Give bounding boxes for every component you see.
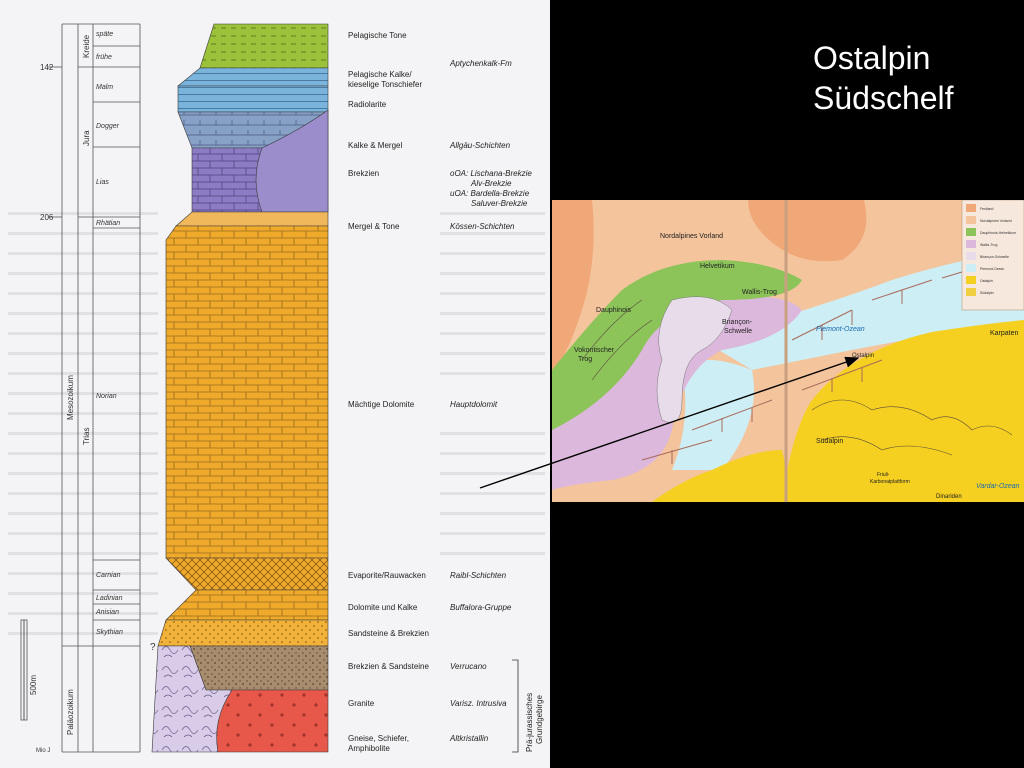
formation-raibl: Raibl-Schichten [450, 571, 507, 580]
scale-bar: 500m [20, 619, 38, 721]
litho-kieselige-tonschiefer: kieselige Tonschiefer [348, 80, 422, 89]
lithology-column [151, 23, 329, 753]
stage-dogger: Dogger [96, 123, 120, 130]
formation-bardella: uOA: Bardella-Brekzie [450, 189, 530, 198]
system-kreide: Kreide [82, 34, 91, 58]
layer-marl-clay [175, 211, 329, 227]
region-north-orange-left [552, 200, 594, 370]
litho-kalke-mergel: Kalke & Mergel [348, 141, 402, 150]
basement-bracket [512, 659, 519, 753]
legend-label-festland: Festland [980, 207, 993, 211]
region-cyan-ocean [702, 250, 1024, 370]
map-label-schwelle: Schwelle [724, 328, 752, 335]
map-label-dauphinois: Dauphinois [596, 307, 632, 314]
map-label-trog: Trog [578, 356, 592, 363]
formation-hauptdolomit: Hauptdolomit [450, 400, 498, 409]
legend-label-briancon: Briançon-Schwelle [980, 255, 1009, 259]
litho-pelagische-tone: Pelagische Tone [348, 31, 407, 40]
litho-amphibolite: Amphibolite [348, 744, 390, 753]
layer-pelagic-limestone [177, 67, 329, 87]
map-label-helvetikum: Helvetikum [700, 263, 735, 270]
era-mesozoikum: Mesozoikum [66, 375, 75, 420]
stage-rhaetian: Rhätian [96, 220, 120, 227]
formation-aptychenkalk: Aptychenkalk-Fm [449, 59, 512, 68]
layer-breccia-sandstone [189, 645, 329, 691]
formation-allgaeu: Allgäu-Schichten [449, 141, 511, 150]
layer-radiolarite [177, 85, 329, 113]
stratigraphic-column-figure: 142 206 Mesozoikum Paläozoikum Kreide Ju… [0, 0, 550, 768]
map-label-vardar-ozean: Vardar-Ozean [976, 483, 1020, 490]
legend-label-suedalpin: Südalpin [980, 291, 994, 295]
stage-norian: Norian [96, 393, 117, 400]
age-206: 206 [40, 213, 54, 222]
legend-label-ostalpin: Ostalpin [980, 279, 993, 283]
slide-title-line-1: Ostalpin [813, 40, 931, 76]
scale-bar-label: 500m [29, 675, 38, 695]
slide-title-line-2: Südschelf [813, 80, 954, 116]
stage-lias: Lias [96, 179, 109, 186]
stage-anisian: Anisian [95, 609, 119, 616]
group-label-1: Prä-jurassisches [525, 693, 534, 752]
region-green [552, 260, 802, 430]
formation-saluver: Saluver-Brekzie [471, 199, 528, 208]
map-label-karbonatplattform: Karbonatplattform [870, 479, 910, 485]
litho-radiolarite: Radiolarite [348, 100, 387, 109]
map-label-karpaten: Karpaten [990, 330, 1019, 337]
litho-mergel-tone: Mergel & Tone [348, 222, 400, 231]
bottom-label: Mio J [36, 748, 50, 754]
legend-label-nordalpines: Nordalpines Vorland [980, 219, 1012, 223]
system-jura: Jura [82, 130, 91, 146]
layer-granite [216, 689, 329, 753]
map-label-vokontischer: Vokontischer [574, 347, 615, 354]
unconformity-question: ? [150, 642, 156, 653]
litho-brekzien-sandsteine: Brekzien & Sandsteine [348, 662, 429, 671]
formation-lischana: oOA: Lischana-Brekzie [450, 169, 532, 178]
group-label-2: Grundgebirge [535, 695, 544, 744]
system-trias: Trias [82, 428, 91, 445]
litho-brekzien: Brekzien [348, 169, 379, 178]
layer-sandstone-breccia [157, 619, 329, 647]
legend-label-wallis: Wallis-Trog [980, 243, 997, 247]
stage-malm: Malm [96, 84, 113, 91]
age-142: 142 [40, 63, 54, 72]
litho-maechtige-dolomite: Mächtige Dolomite [348, 400, 415, 409]
litho-sandsteine-brekzien: Sandsteine & Brekzien [348, 629, 429, 638]
layer-gneiss [151, 645, 233, 753]
legend-label-dauphinois: Dauphinois-Helvetikum [980, 231, 1016, 235]
formation-altkristallin: Altkristallin [449, 734, 489, 743]
litho-dolomite-kalke: Dolomite und Kalke [348, 603, 418, 612]
formation-koessen: Kössen-Schichten [450, 222, 515, 231]
litho-evaporite: Evaporite/Rauwacken [348, 571, 426, 580]
map-label-piemont-ozean: Piemont-Ozean [816, 326, 865, 333]
paleogeographic-map: Festland Nordalpines Vorland Dauphinois-… [552, 200, 1024, 502]
formation-varisz: Varisz. Intrusiva [450, 699, 507, 708]
map-label-wallis-trog: Wallis-Trog [742, 289, 777, 296]
layer-pelagic-clay [199, 23, 329, 69]
map-label-dinariden: Dinariden [936, 494, 962, 500]
formation-verrucano: Verrucano [450, 662, 487, 671]
map-label-friuli: Friuli- [877, 472, 890, 478]
formation-buffalora: Buffalora-Gruppe [450, 603, 512, 612]
formation-alv: Alv-Brekzie [470, 179, 512, 188]
map-label-briancon: Briançon- [722, 319, 753, 326]
stage-spaete: späte [96, 31, 113, 38]
stage-fruehe: frühe [96, 54, 112, 61]
map-label-suedalpin: Südalpin [816, 438, 843, 445]
litho-granite: Granite [348, 699, 375, 708]
stage-ladinian: Ladinian [96, 595, 123, 602]
litho-pelagische-kalke: Pelagische Kalke/ [348, 70, 412, 79]
map-legend: Festland Nordalpines Vorland Dauphinois-… [961, 200, 1024, 311]
map-label-nordalpines-vorland: Nordalpines Vorland [660, 233, 723, 240]
layer-dolomite-massive [165, 225, 329, 559]
map-label-ostalpin: Ostalpin [852, 353, 874, 359]
litho-gneise: Gneise, Schiefer, [348, 734, 409, 743]
era-palaeozoikum: Paläozoikum [66, 689, 75, 735]
legend-label-piemont: Piemont-Ozean [980, 267, 1004, 271]
stage-skythian: Skythian [96, 629, 123, 636]
region-north-orange-right [748, 200, 867, 262]
time-scale-grid [48, 23, 141, 753]
stage-carnian: Carnian [96, 572, 121, 579]
